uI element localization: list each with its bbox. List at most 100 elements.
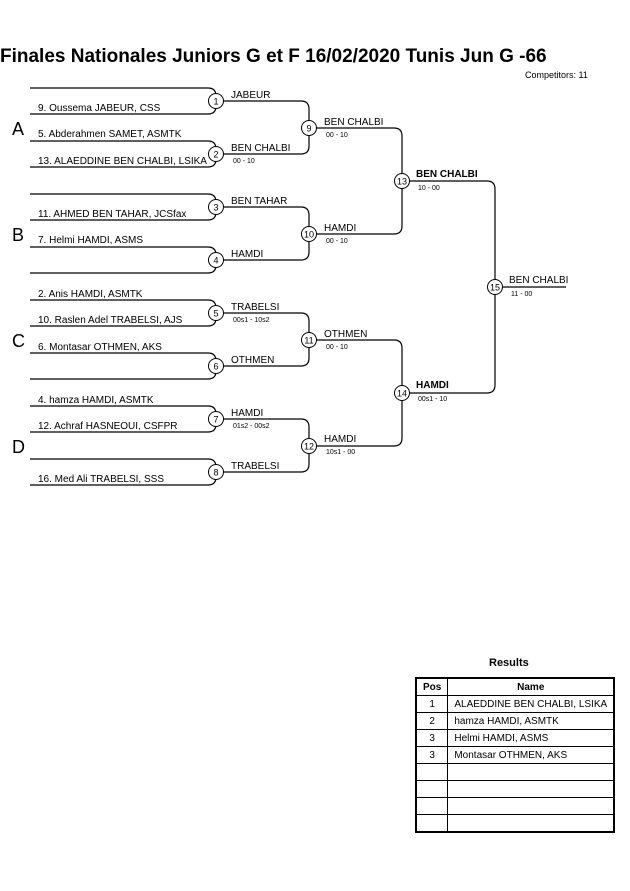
result-pos: 1 <box>415 695 449 713</box>
competitor-entry: 11. AHMED BEN TAHAR, JCSfax <box>38 209 186 220</box>
svg-text:9: 9 <box>306 124 311 134</box>
result-name: hamza HAMDI, ASMTK <box>447 712 615 730</box>
result-name <box>447 763 615 781</box>
match-winner: OTHMEN <box>231 355 274 366</box>
match-number: 8 <box>208 464 224 480</box>
match-winner: HAMDI <box>324 223 356 234</box>
table-row <box>415 797 615 815</box>
result-name <box>447 780 615 798</box>
svg-text:3: 3 <box>213 203 218 213</box>
svg-text:4: 4 <box>213 256 218 266</box>
page-title: Finales Nationales Juniors G et F 16/02/… <box>0 46 547 67</box>
match-score: 10s1 - 00 <box>326 449 355 456</box>
pool-label: A <box>12 119 24 139</box>
result-pos <box>415 814 449 833</box>
svg-text:5: 5 <box>213 309 218 319</box>
result-pos <box>415 780 449 798</box>
match-score: 00 - 10 <box>326 238 348 245</box>
svg-text:15: 15 <box>490 283 500 293</box>
match-number: 4 <box>208 252 224 268</box>
match-winner: BEN CHALBI <box>416 169 478 180</box>
match-number: 11 <box>301 332 317 348</box>
match-winner: HAMDI <box>416 380 449 391</box>
match-winner: BEN CHALBI <box>231 143 290 154</box>
pool-label: B <box>12 225 24 245</box>
competitor-entry: 9. Oussema JABEUR, CSS <box>38 103 161 114</box>
result-pos: 2 <box>415 712 449 730</box>
svg-text:2: 2 <box>213 150 218 160</box>
pool-label: D <box>12 437 25 457</box>
match-winner: BEN TAHAR <box>231 196 287 207</box>
svg-text:1: 1 <box>213 97 218 107</box>
match-number: 6 <box>208 358 224 374</box>
match-winner: TRABELSI <box>231 302 279 313</box>
match-score: 10 - 00 <box>418 185 440 192</box>
competitor-entry: 2. Anis HAMDI, ASMTK <box>38 289 143 300</box>
svg-text:12: 12 <box>304 442 314 452</box>
result-name <box>447 797 615 815</box>
match-number: 7 <box>208 411 224 427</box>
match-winner: TRABELSI <box>231 461 279 472</box>
match-number: 3 <box>208 199 224 215</box>
match-winner: BEN CHALBI <box>324 117 383 128</box>
competitor-entry: 5. Abderahmen SAMET, ASMTK <box>38 129 182 140</box>
match-number-circles: 1 2 3 4 5 6 7 8 9 10 11 12 13 14 15 <box>208 93 503 480</box>
svg-text:11: 11 <box>304 336 313 346</box>
result-name: Helmi HAMDI, ASMS <box>447 729 615 747</box>
result-name: ALAEDDINE BEN CHALBI, LSIKA <box>447 695 615 713</box>
result-name <box>447 814 615 833</box>
competitor-entry: 7. Helmi HAMDI, ASMS <box>38 235 143 246</box>
match-number: 2 <box>208 146 224 162</box>
svg-text:13: 13 <box>397 177 407 187</box>
match-score: 00 - 10 <box>326 344 348 351</box>
match-number: 9 <box>301 120 317 136</box>
match-winner: HAMDI <box>231 408 263 419</box>
results-title: Results <box>489 657 529 669</box>
results-header-row: Pos Name <box>415 677 615 696</box>
match-winner: HAMDI <box>324 434 356 445</box>
result-pos <box>415 797 449 815</box>
match-score: 01s2 - 00s2 <box>233 423 270 430</box>
competitor-entry: 16. Med Ali TRABELSI, SSS <box>38 474 164 485</box>
competitor-entry: 10. Raslen Adel TRABELSI, AJS <box>38 315 183 326</box>
match-score: 00 - 10 <box>326 132 348 139</box>
svg-text:8: 8 <box>213 468 218 478</box>
match-number: 12 <box>301 438 317 454</box>
table-row <box>415 780 615 798</box>
svg-text:14: 14 <box>397 389 407 399</box>
result-pos: 3 <box>415 746 449 764</box>
match-score: 00 - 10 <box>233 158 255 165</box>
result-name: Montasar OTHMEN, AKS <box>447 746 615 764</box>
result-pos <box>415 763 449 781</box>
svg-text:10: 10 <box>304 230 314 240</box>
match-score: 00s1 - 10 <box>418 396 447 403</box>
match-winner: HAMDI <box>231 249 263 260</box>
competitor-entry: 13. ALAEDDINE BEN CHALBI, LSIKA <box>38 156 207 167</box>
champion-name: BEN CHALBI <box>509 275 568 286</box>
table-row <box>415 814 615 833</box>
match-number: 10 <box>301 226 317 242</box>
match-number: 14 <box>394 385 410 401</box>
svg-text:7: 7 <box>213 415 218 425</box>
name-column-header: Name <box>447 677 615 696</box>
result-pos: 3 <box>415 729 449 747</box>
pool-label: C <box>12 331 25 351</box>
competitor-entry: 12. Achraf HASNEOUI, CSFPR <box>38 421 178 432</box>
svg-text:6: 6 <box>213 362 218 372</box>
match-winner: JABEUR <box>231 90 270 101</box>
match-number: 15 <box>487 279 503 295</box>
competitor-entry: 6. Montasar OTHMEN, AKS <box>38 342 162 353</box>
match-number: 13 <box>394 173 410 189</box>
match-number: 1 <box>208 93 224 109</box>
match-score: 00s1 - 10s2 <box>233 317 270 324</box>
competitor-entry: 4. hamza HAMDI, ASMTK <box>38 395 154 406</box>
pos-column-header: Pos <box>415 677 449 696</box>
competitors-count: Competitors: 11 <box>525 70 588 80</box>
match-number: 5 <box>208 305 224 321</box>
